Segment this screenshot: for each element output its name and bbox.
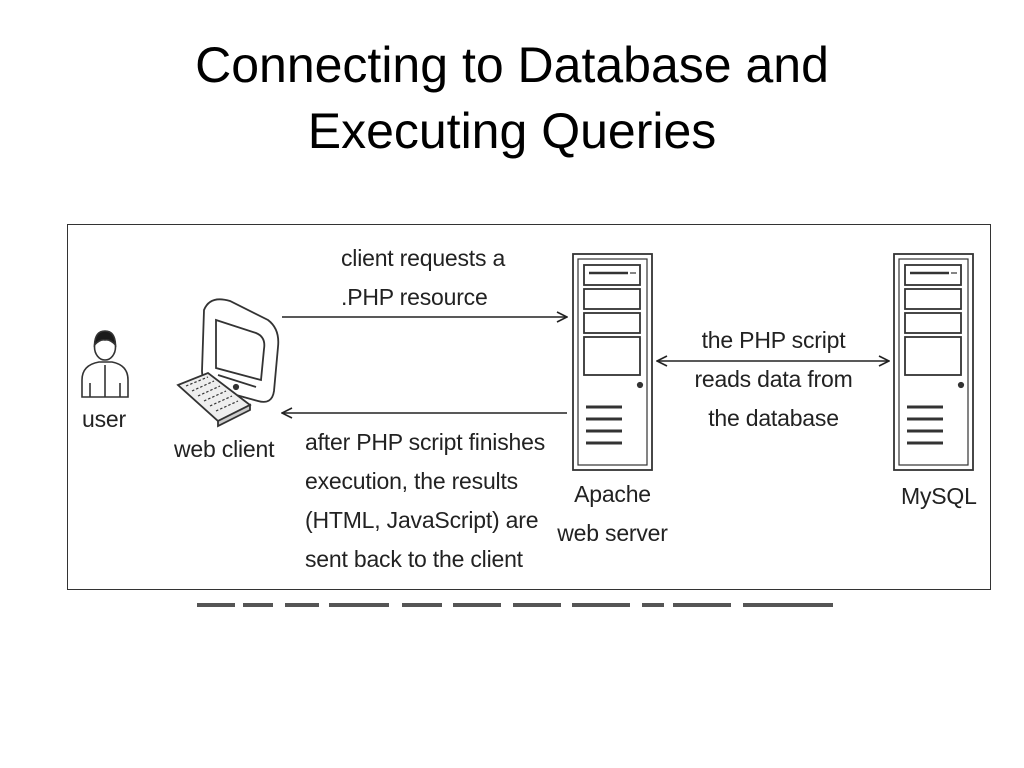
mysql-server-icon xyxy=(893,253,974,471)
response-label: after PHP script finishes execution, the… xyxy=(305,423,545,579)
request-label-line-2: .PHP resource xyxy=(341,284,488,310)
cropped-caption xyxy=(67,597,991,607)
cropped-caption-marks xyxy=(197,603,833,607)
request-label-line-1: client requests a xyxy=(341,245,506,271)
apache-label: Apache web server xyxy=(555,475,670,553)
diagram-graphics xyxy=(81,253,974,471)
apache-label-line-1: Apache xyxy=(574,481,651,507)
user-icon xyxy=(81,330,129,398)
slide-title: Connecting to Database and Executing Que… xyxy=(0,32,1024,164)
slide-title-line-1: Connecting to Database and xyxy=(195,37,829,93)
architecture-diagram: user web client Apache web server MySQL … xyxy=(67,224,991,590)
db-label-line-1: the PHP script xyxy=(701,327,846,353)
db-label-line-2: reads data from xyxy=(694,366,853,392)
db-label: the PHP script reads data from the datab… xyxy=(686,321,861,438)
mysql-label: MySQL xyxy=(901,483,977,509)
response-label-line-3: (HTML, JavaScript) are xyxy=(305,507,539,533)
response-label-line-2: execution, the results xyxy=(305,468,518,494)
apache-label-line-2: web server xyxy=(557,520,668,546)
apache-server-icon xyxy=(572,253,653,471)
response-label-line-1: after PHP script finishes xyxy=(305,429,546,455)
request-label: client requests a .PHP resource xyxy=(341,239,505,317)
web-client-label: web client xyxy=(174,436,275,462)
db-label-line-3: the database xyxy=(708,405,839,431)
response-label-line-4: sent back to the client xyxy=(305,546,523,572)
computer-icon xyxy=(176,298,280,428)
slide-title-line-2: Executing Queries xyxy=(307,103,717,159)
user-label: user xyxy=(82,406,126,432)
